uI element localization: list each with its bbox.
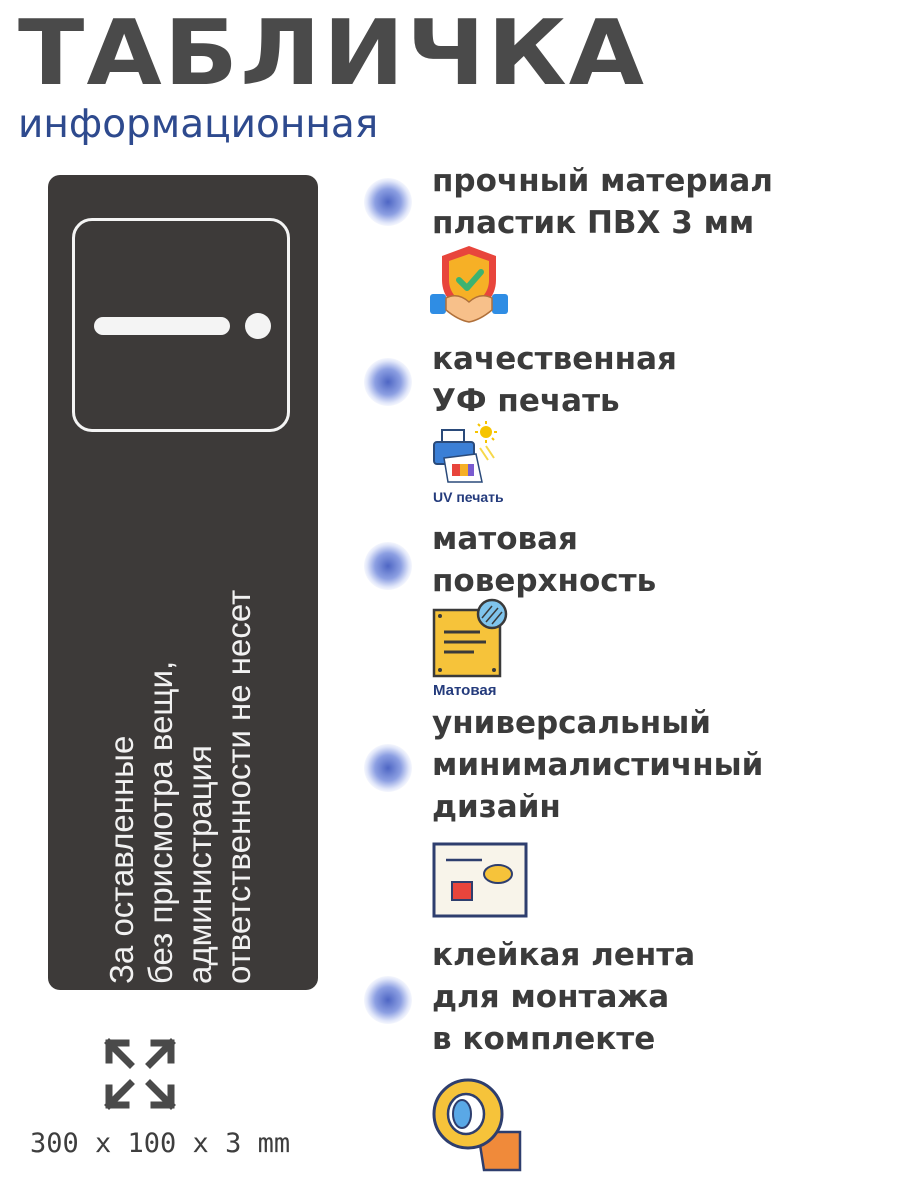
feature-line: прочный материал [432,163,773,199]
feature-line: дизайн [432,789,561,825]
uv-printer-icon [433,421,497,483]
feature-line: УФ печать [432,383,620,419]
sign-text: За оставленные без присмотра вещи, админ… [102,484,258,984]
adhesive-tape-icon [432,1078,522,1172]
sign-plate [48,175,318,990]
bullet-icon [364,358,412,406]
feature-uv-print: качественная УФ печать [432,338,677,422]
sign-text-line: За оставленные [103,735,140,984]
size-label: 300 x 100 x 3 mm [30,1128,291,1159]
bullet-icon [364,744,412,792]
feature-material: прочный материал пластик ПВХ 3 мм [432,160,773,244]
page-subtitle: информационная [18,102,379,147]
feature-line: универсальный [432,705,711,741]
feature-line: минималистичный [432,747,764,783]
exclamation-bar [94,317,230,335]
feature-line: матовая [432,521,578,557]
feature-line: пластик ПВХ 3 мм [432,205,755,241]
bullet-icon [364,542,412,590]
exclamation-sign-icon [72,218,290,432]
minimal-design-icon [432,842,528,918]
expand-arrows-icon [104,1038,176,1110]
feature-line: для монтажа [432,979,670,1015]
feature-tape: клейкая лента для монтажа в комплекте [432,934,695,1060]
page-title: ТАБЛИЧКА [18,1,647,106]
exclamation-dot [245,313,271,339]
sign-text-line: администрация [181,745,218,984]
bullet-icon [364,976,412,1024]
sign-text-line: без присмотра вещи, [142,660,179,984]
matte-caption: Матовая [433,682,497,699]
feature-line: качественная [432,341,677,377]
feature-line: поверхность [432,563,657,599]
matte-surface-icon [432,598,508,678]
bullet-icon [364,178,412,226]
feature-matte: матовая поверхность [432,518,656,602]
uv-caption: UV печать [433,489,504,505]
feature-line: в комплекте [432,1021,656,1057]
shield-handshake-icon [430,246,508,323]
feature-design: универсальный минималистичный дизайн [432,702,763,828]
sign-text-line: ответственности не несет [220,589,257,984]
feature-line: клейкая лента [432,937,696,973]
